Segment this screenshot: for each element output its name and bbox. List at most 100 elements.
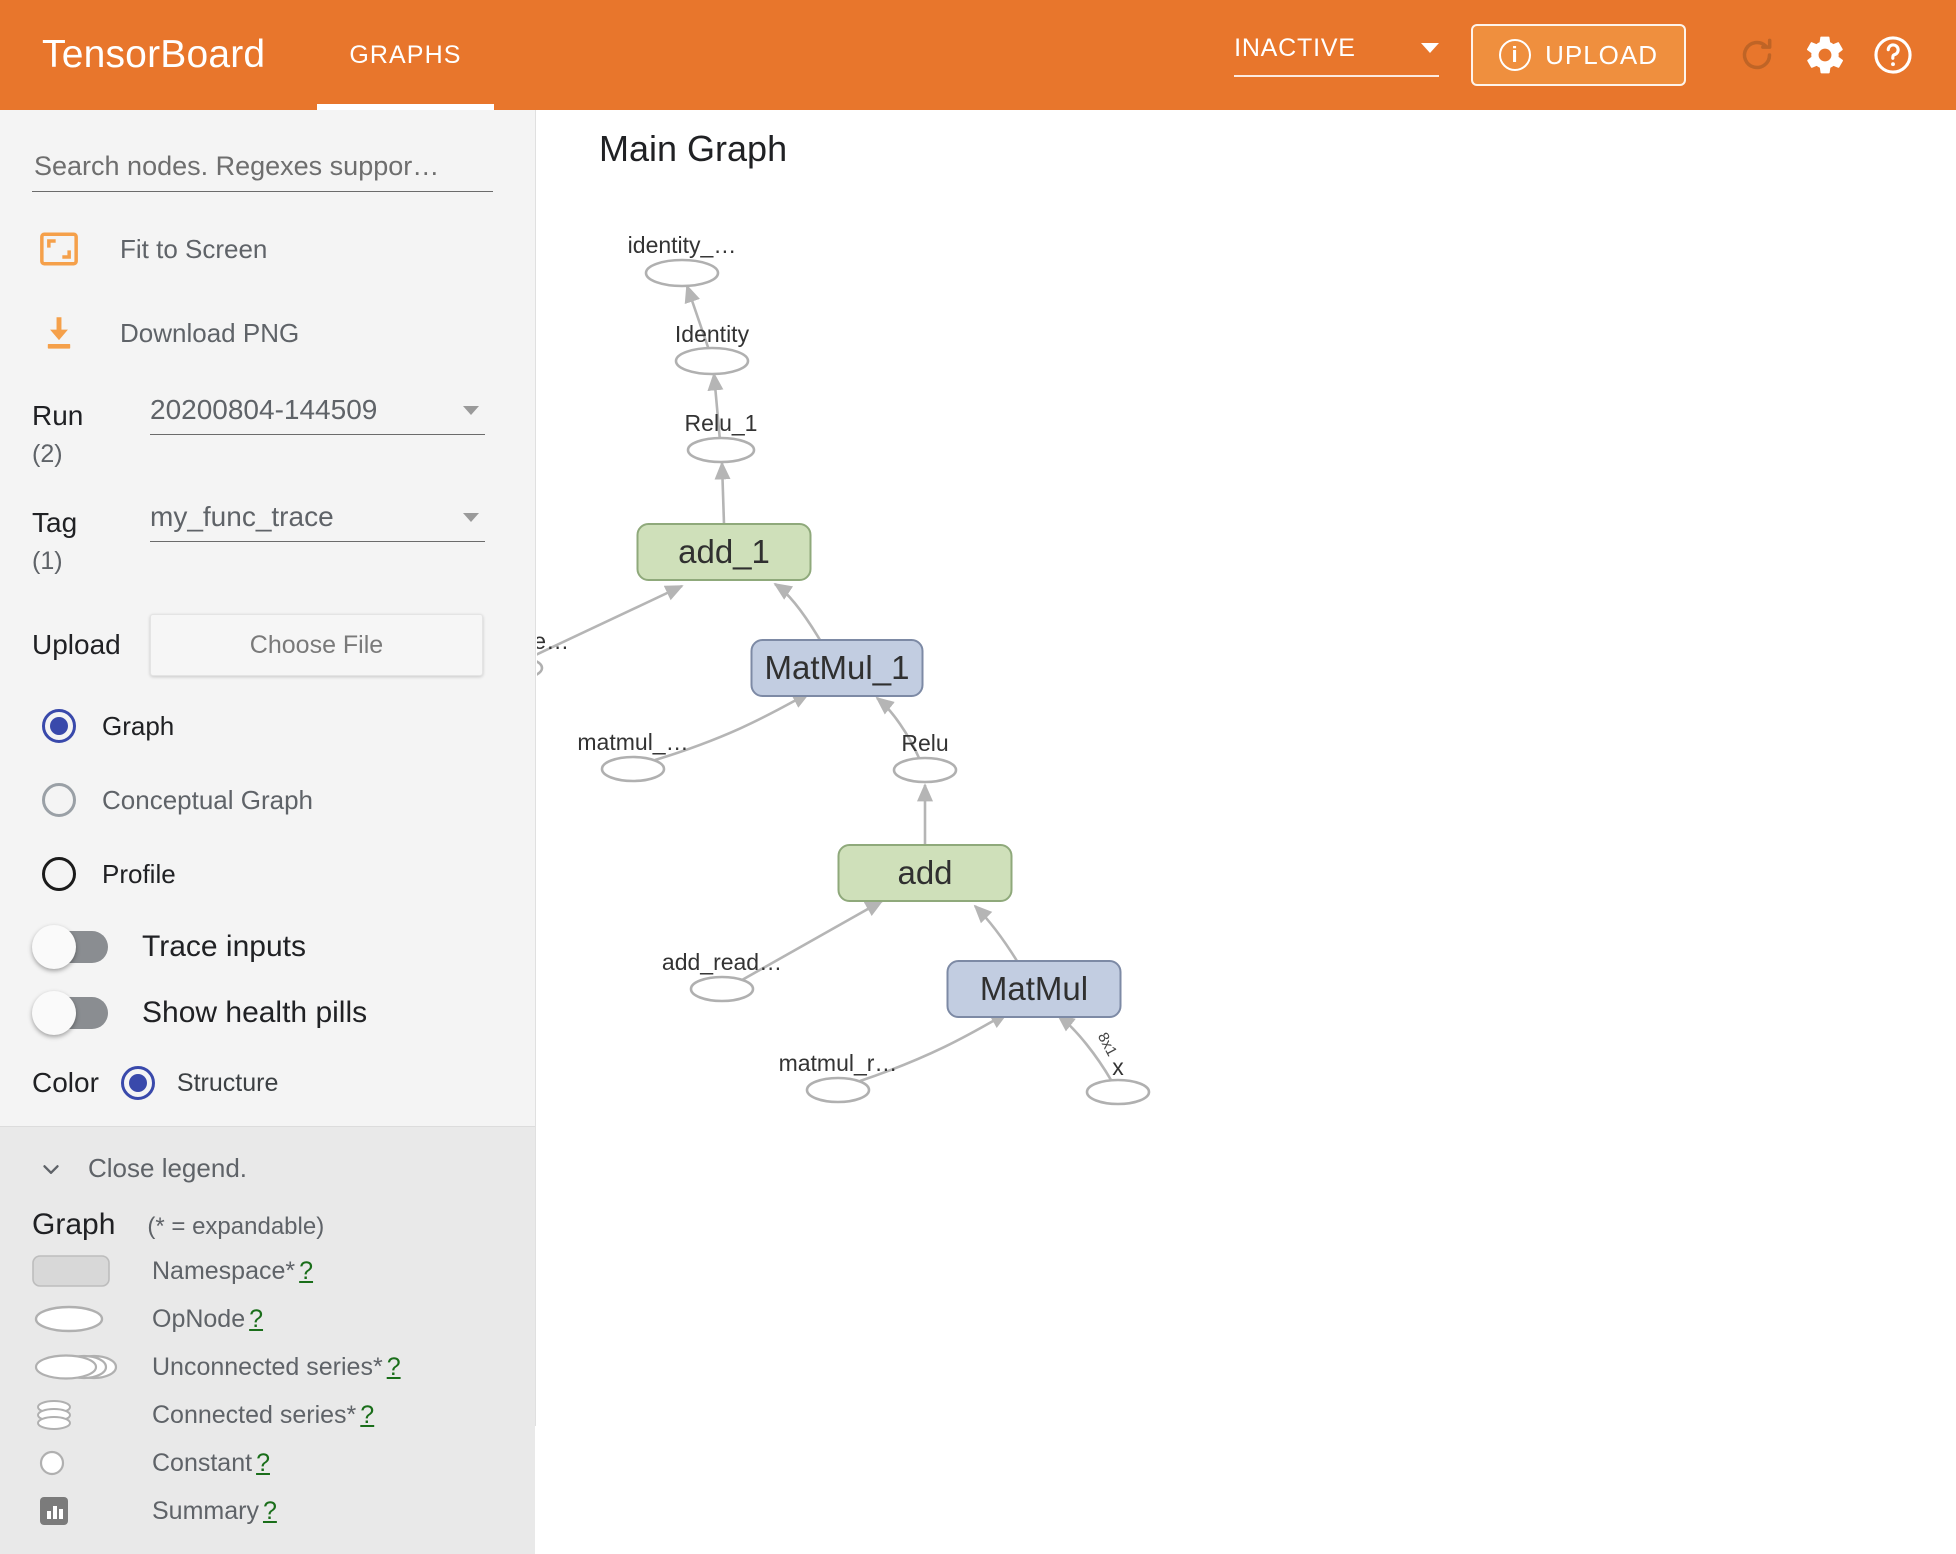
chevron-down-icon <box>1421 43 1440 53</box>
graph-canvas[interactable]: Main Graph <box>537 110 1956 1426</box>
show-health-pills-switch-icon <box>32 991 108 1035</box>
node-identity-out-shape <box>644 258 720 288</box>
legend-title: Graph <box>32 1208 116 1241</box>
tag-label: Tag (1) <box>32 501 150 574</box>
help-link-unconnected-series[interactable]: ? <box>386 1352 401 1381</box>
download-png-label: Download PNG <box>120 317 300 348</box>
node-add-read-shape <box>689 975 755 1003</box>
node-label-matmul-read1[interactable]: matmul_… <box>577 729 689 755</box>
app-header: TensorBoard GRAPHS INACTIVE i UPLOAD <box>0 0 1956 110</box>
radio-conceptual-graph-label: Conceptual Graph <box>102 784 314 815</box>
unconnected-series-swatch-icon <box>32 1349 124 1385</box>
legend-item-unconnected-series: Unconnected series*? <box>32 1348 535 1386</box>
radio-structure-icon[interactable] <box>120 1066 155 1100</box>
node-matmul-1[interactable]: MatMul_1 <box>750 639 924 697</box>
upload-label: Upload <box>32 629 121 660</box>
node-label-relu[interactable]: Relu <box>901 730 949 756</box>
header-actions: INACTIVE i UPLOAD <box>1234 24 1956 86</box>
help-icon[interactable] <box>1866 28 1920 82</box>
help-link-namespace[interactable]: ? <box>299 1256 314 1285</box>
node-add-1[interactable]: add_1 <box>636 523 812 581</box>
upload-button-label: UPLOAD <box>1545 39 1658 70</box>
color-label: Color <box>32 1067 99 1098</box>
legend-note: (* = expandable) <box>147 1213 325 1240</box>
tab-graphs-label: GRAPHS <box>349 40 462 69</box>
radio-graph-icon <box>42 709 76 743</box>
graph-svg <box>537 258 1151 1106</box>
help-link-constant[interactable]: ? <box>256 1448 270 1477</box>
legend-item-opnode: OpNode? <box>32 1300 535 1338</box>
info-icon: i <box>1499 39 1532 71</box>
node-label-identity[interactable]: Identity <box>674 321 750 347</box>
tag-key-text: Tag <box>32 507 78 538</box>
choose-file-label: Choose File <box>249 630 384 659</box>
choose-file-button[interactable]: Choose File <box>150 614 483 676</box>
run-state-dropdown[interactable]: INACTIVE <box>1234 33 1440 77</box>
node-add[interactable]: add <box>837 844 1013 902</box>
radio-profile[interactable]: Profile <box>42 850 535 898</box>
help-link-connected-series[interactable]: ? <box>360 1400 375 1429</box>
toggle-trace-inputs[interactable]: Trace inputs <box>32 925 535 969</box>
radio-conceptual-graph[interactable]: Conceptual Graph <box>42 776 535 824</box>
run-field: Run (2) 20200804-144509 <box>32 394 535 467</box>
node-label-add-read[interactable]: add_read… <box>661 949 783 975</box>
refresh-icon[interactable] <box>1730 28 1784 82</box>
close-legend-button[interactable]: Close legend. <box>38 1153 535 1184</box>
tag-select[interactable]: my_func_trace <box>150 501 485 542</box>
sidebar: Fit to Screen Download PNG Run (2) 20200… <box>0 110 536 1554</box>
connected-series-swatch-icon <box>32 1397 124 1433</box>
help-link-summary[interactable]: ? <box>262 1496 277 1525</box>
legend-item-summary: Summary? <box>32 1492 535 1530</box>
node-label-relu-1[interactable]: Relu_1 <box>684 410 758 436</box>
legend-text-summary: Summary <box>152 1496 259 1525</box>
nav-tabs: GRAPHS <box>317 0 494 110</box>
run-state-label: INACTIVE <box>1234 33 1356 62</box>
legend-text-connected-series: Connected series* <box>152 1400 357 1429</box>
node-label-add-1-read[interactable]: add_1_re… <box>537 628 570 654</box>
radio-graph[interactable]: Graph <box>42 702 535 750</box>
color-field: Color Structure <box>32 1066 535 1100</box>
download-png-action[interactable]: Download PNG <box>32 306 535 360</box>
node-relu-shape <box>892 756 958 784</box>
legend-label-unconnected-series: Unconnected series*? <box>152 1353 401 1382</box>
constant-swatch-icon <box>32 1445 124 1481</box>
tab-graphs[interactable]: GRAPHS <box>317 0 494 110</box>
legend-item-connected-series: Connected series*? <box>32 1396 535 1434</box>
help-link-opnode[interactable]: ? <box>249 1304 264 1333</box>
legend-item-constant: Constant? <box>32 1444 535 1482</box>
legend-panel: Close legend. Graph (* = expandable) Nam… <box>0 1126 535 1554</box>
node-matmul[interactable]: MatMul <box>946 960 1122 1018</box>
legend-item-namespace: Namespace*? <box>32 1252 535 1290</box>
tag-count: (1) <box>32 547 63 575</box>
gear-icon[interactable] <box>1798 28 1852 82</box>
upload-button[interactable]: i UPLOAD <box>1471 24 1686 86</box>
trace-inputs-switch-icon <box>32 925 108 969</box>
run-select[interactable]: 20200804-144509 <box>150 394 485 435</box>
node-label-identity-out[interactable]: identity_… <box>627 232 737 258</box>
node-matmul-read1-shape <box>600 755 666 783</box>
search-field[interactable] <box>32 150 493 192</box>
radio-conceptual-graph-icon <box>42 783 76 817</box>
run-value: 20200804-144509 <box>150 394 378 425</box>
legend-text-namespace: Namespace* <box>152 1256 296 1285</box>
search-input[interactable] <box>32 150 493 183</box>
radio-profile-icon <box>42 857 76 891</box>
node-identity-shape <box>674 346 750 376</box>
node-label-x[interactable]: x <box>1112 1054 1124 1080</box>
tag-field: Tag (1) my_func_trace <box>32 501 535 574</box>
legend-label-namespace: Namespace*? <box>152 1257 313 1286</box>
app-title: TensorBoard <box>42 33 266 76</box>
legend-text-constant: Constant <box>152 1448 253 1477</box>
page-title: Main Graph <box>599 128 788 169</box>
node-label-matmul-read[interactable]: matmul_r… <box>778 1050 898 1076</box>
toggle-show-health-pills[interactable]: Show health pills <box>32 991 535 1035</box>
radio-graph-label: Graph <box>102 710 175 741</box>
tag-value: my_func_trace <box>150 501 334 532</box>
summary-swatch-icon <box>32 1493 124 1529</box>
fit-to-screen-action[interactable]: Fit to Screen <box>32 222 535 276</box>
run-key-text: Run <box>32 400 84 431</box>
legend-label-opnode: OpNode? <box>152 1305 263 1334</box>
trace-inputs-label: Trace inputs <box>142 930 306 963</box>
download-icon <box>32 306 86 360</box>
radio-structure-label: Structure <box>176 1068 279 1097</box>
